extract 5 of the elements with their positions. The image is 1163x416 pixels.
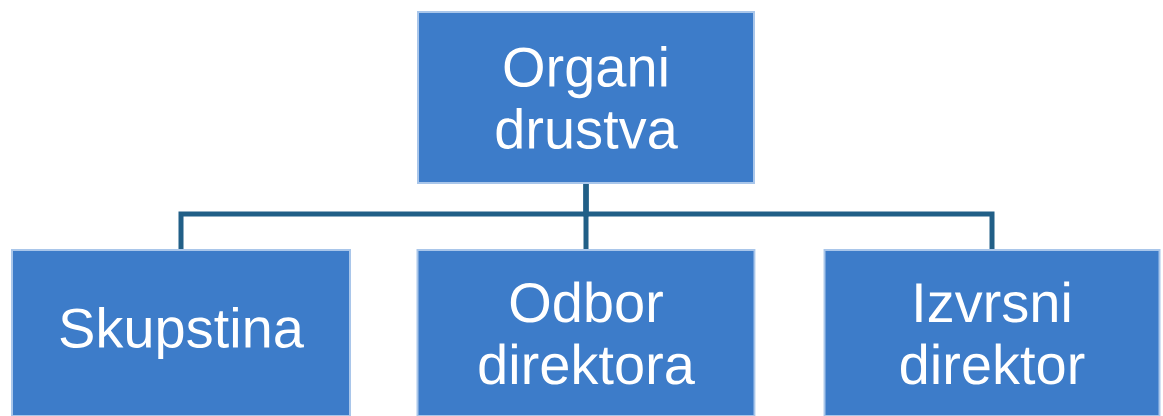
org-box: Odbor direktora: [416, 249, 756, 416]
org-box: Izvrsni direktor: [823, 249, 1161, 416]
org-box: Skupstina: [11, 249, 351, 416]
org-box: Organi drustva: [417, 11, 755, 184]
connector-line: [583, 184, 995, 249]
